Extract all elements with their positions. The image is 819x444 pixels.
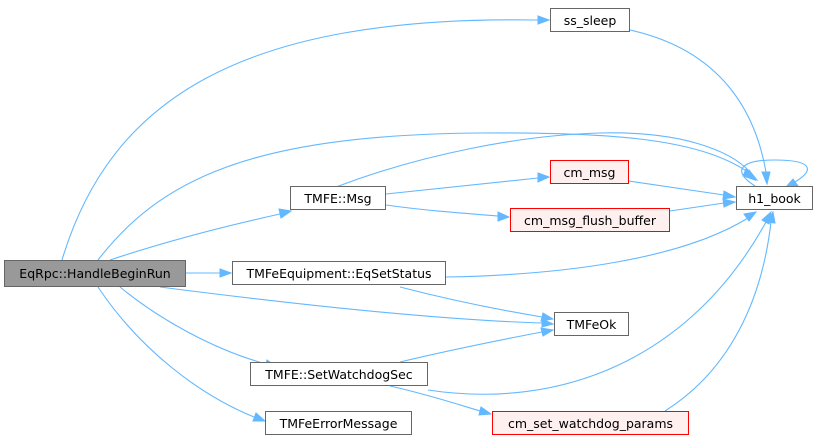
arrowhead-cm-msg: [537, 172, 551, 183]
arrowhead-h1-book-h: [766, 210, 776, 224]
edge-cm-msg-h1-book: [628, 180, 725, 196]
edge-msg-cm-msg: [385, 177, 539, 195]
arrowhead-eqsetstatus: [219, 268, 233, 278]
edge-msg-flush-buffer: [385, 204, 499, 217]
edge-handlebeginrun-tmfeok: [159, 286, 543, 324]
arrowhead-params: [478, 406, 493, 416]
edge-eqsetstatus-tmfeok: [399, 286, 543, 318]
node-set-watchdog-sec[interactable]: TMFE::SetWatchdogSec: [250, 362, 428, 386]
arrowhead-tmfeok-c: [540, 327, 555, 337]
arrowhead-msg: [278, 208, 293, 219]
node-tmfe-ok[interactable]: TMFeOk: [554, 312, 629, 336]
edge-eqsetstatus-h1-book: [445, 217, 749, 278]
node-cm-set-watchdog-params[interactable]: cm_set_watchdog_params: [492, 411, 689, 435]
edge-setwatchdog-h1-book: [427, 221, 767, 395]
edge-msg-h1-book: [335, 132, 751, 188]
node-cm-msg[interactable]: cm_msg: [550, 160, 629, 184]
edge-handlebeginrun-h1-book: [97, 132, 749, 261]
edge-handlebeginrun-setwatchdog: [119, 286, 267, 365]
edges: [61, 15, 808, 422]
edge-setwatchdog-tmfeok: [399, 331, 543, 363]
arrowhead-tmfeok-b: [540, 312, 555, 322]
arrowhead-flush-buffer: [497, 211, 511, 222]
edge-handlebeginrun-ss-sleep: [61, 19, 539, 261]
node-h1-book[interactable]: h1_book: [736, 186, 813, 210]
edge-h1-book-self: [741, 159, 808, 187]
arrowhead-tmfeok-a: [541, 318, 555, 328]
arrowhead-h1-book-d: [722, 190, 737, 200]
node-ss-sleep[interactable]: ss_sleep: [550, 8, 630, 32]
arrowhead-h1-book-b: [761, 171, 771, 186]
edge-handlebeginrun-errormessage: [97, 286, 255, 418]
node-eq-set-status[interactable]: TMFeEquipment::EqSetStatus: [232, 261, 446, 285]
arrowhead-h1-book-f: [743, 211, 758, 222]
arrowhead-errormessage: [252, 412, 267, 422]
edge-ss-sleep-h1-book: [629, 29, 767, 173]
edge-params-h1-book: [664, 221, 772, 412]
edge-setwatchdog-params: [389, 385, 481, 412]
edge-flush-buffer-h1-book: [669, 202, 725, 212]
arrowhead-ss-sleep: [537, 15, 551, 25]
node-tmfe-error-message[interactable]: TMFeErrorMessage: [265, 411, 412, 435]
node-handle-begin-run[interactable]: EqRpc::HandleBeginRun: [4, 260, 186, 287]
edge-handlebeginrun-msg: [109, 213, 281, 261]
node-cm-msg-flush-buffer[interactable]: cm_msg_flush_buffer: [510, 208, 670, 232]
arrowhead-h1-book-e: [722, 198, 737, 208]
arrowhead-h1-book-c: [744, 169, 759, 182]
node-tmfe-msg[interactable]: TMFE::Msg: [290, 186, 386, 210]
